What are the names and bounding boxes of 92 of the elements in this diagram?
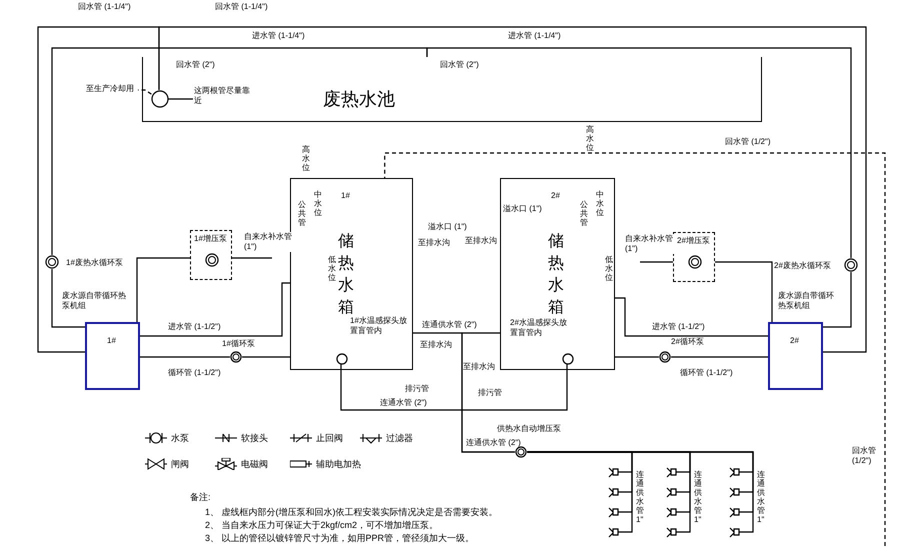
pipe — [461, 332, 515, 453]
pipe-label: 连通供水管 1" — [757, 470, 766, 524]
pipe-label: 低水位 — [328, 255, 337, 282]
water-tank — [290, 178, 413, 370]
pool-title: 废热水池 — [323, 89, 395, 109]
pipe-label: 低水位 — [605, 255, 614, 282]
pipe-label: 自来水补水管 (1") — [625, 234, 677, 254]
legend-label: 软接头 — [241, 433, 268, 443]
tank-title: 储热水箱 — [548, 232, 565, 318]
pipe — [242, 356, 290, 358]
legend-label: 闸阀 — [171, 459, 189, 469]
note-text: 这两根管尽量靠近 — [194, 86, 250, 108]
destination-label: 至生产冷却用 — [86, 84, 138, 96]
water-tank — [500, 178, 615, 370]
pipe-label: 至排水沟 — [418, 238, 450, 248]
pump-frame — [190, 230, 232, 280]
pipe-label: 1#水温感探头放置盲管内 — [350, 316, 408, 336]
pipe — [640, 261, 673, 263]
leader-line — [168, 98, 193, 100]
frame-title: 1#增压泵 — [194, 234, 227, 244]
note-text: 2、 当自来水压力可保证大于2kgf/cm2，可不增加增压泵。 — [205, 520, 438, 531]
dashed-pipe — [138, 89, 152, 95]
pipe — [615, 297, 768, 337]
unit-label: 废水源自带循环热泵机组 — [778, 291, 835, 311]
pump-label: 供热水自动增压泵 — [497, 424, 561, 434]
note-text: 1、 虚线框内部分(增压泵和回水)依工程安装实际情况决定是否需要安装。 — [205, 507, 498, 518]
pipe-label: 至排水沟 — [465, 236, 497, 246]
pipe — [426, 47, 852, 258]
pipe — [51, 269, 85, 328]
pipe-label: 回水管 (2") — [440, 60, 479, 70]
pipe-label: 中水位 — [314, 190, 323, 217]
legend-label: 电磁阀 — [241, 459, 268, 469]
legend-label: 止回阀 — [316, 433, 343, 443]
pipe-label: 高水位 — [302, 145, 311, 172]
pipe — [140, 282, 290, 337]
pipe — [140, 356, 230, 358]
note-text: 3、 以上的管径以镀锌管尺寸为准，如用PPR管，管径须加大一级。 — [205, 533, 474, 544]
water-pool — [142, 57, 762, 122]
pipe — [823, 272, 852, 328]
pipe-label: 进水管 (1-1/4") — [252, 31, 305, 41]
pipe-label: 循环管 (1-1/2") — [680, 368, 733, 378]
pipe — [527, 451, 754, 533]
pipe — [51, 47, 428, 255]
unit-number: 1# — [107, 336, 116, 346]
dashed-pipe — [384, 152, 886, 546]
pump-label: 1#废热水循环泵 — [66, 258, 123, 268]
pipe-label: 公共管 — [298, 200, 307, 227]
pump-label: 2#循环泵 — [671, 337, 704, 347]
pipe-label: 2#水温感探头放置盲管内 — [510, 318, 568, 338]
pipe — [340, 364, 568, 411]
tank-title: 储热水箱 — [338, 232, 355, 318]
pipe-label: 高水位 — [586, 125, 595, 152]
pipe-label: 溢水口 (1") — [503, 204, 542, 214]
pipe — [232, 257, 272, 259]
unit-number: 2# — [790, 336, 799, 346]
frame-title: 2#增压泵 — [677, 236, 710, 246]
pipe-label: 连通供水管 1" — [636, 470, 645, 524]
pump-label: 2#废热水循环泵 — [774, 261, 831, 271]
pipe-label: 至排水沟 — [420, 340, 452, 350]
pipe-label: 进水管 (1-1/4") — [508, 31, 561, 41]
pipe-label: 回水管 (2") — [176, 60, 215, 70]
pump-label: 1#循环泵 — [222, 339, 255, 349]
tank-number: 1# — [341, 191, 350, 201]
pipe — [158, 26, 867, 353]
pipe-label: 进水管 (1-1/2") — [652, 322, 705, 332]
pipe — [615, 356, 659, 358]
pipe-label: 排污管 — [478, 388, 502, 398]
legend-label: 过滤器 — [386, 433, 413, 443]
pipe-label: 中水位 — [596, 190, 605, 217]
pipe-label: 回水管 (1/2") — [725, 137, 771, 147]
pipe-label: 进水管 (1-1/2") — [168, 322, 221, 332]
pipe-label: 连通供水管 (2") — [466, 438, 521, 448]
pipe-label: 连通水管 (2") — [380, 398, 427, 408]
legend-label: 辅助电加热 — [316, 459, 361, 469]
pipe-label: 循环管 (1-1/2") — [168, 368, 221, 378]
pipe — [715, 261, 773, 322]
pipe-label: 连通供水管 1" — [694, 470, 703, 524]
pipe-label: 回水管 (1/2") — [852, 446, 877, 466]
unit-label: 废水源自带循环热泵机组 — [62, 291, 127, 311]
pipe-label: 回水管 (1-1/4") — [215, 2, 268, 12]
pipe-label: 回水管 (1-1/4") — [78, 2, 131, 12]
pipe-label: 至排水沟 — [463, 362, 495, 372]
pipe-label: 排污管 — [405, 384, 429, 394]
notes-heading: 备注: — [190, 492, 211, 503]
pipe-label: 公共管 — [580, 200, 589, 227]
pipe — [136, 257, 190, 322]
legend-label: 水泵 — [171, 433, 189, 443]
pipe-label: 溢水口 (1") — [428, 222, 467, 232]
tank-number: 2# — [551, 191, 560, 201]
pipe — [37, 26, 160, 353]
pipe-label: 连通供水管 (2") — [422, 320, 477, 330]
pipe — [671, 356, 768, 358]
